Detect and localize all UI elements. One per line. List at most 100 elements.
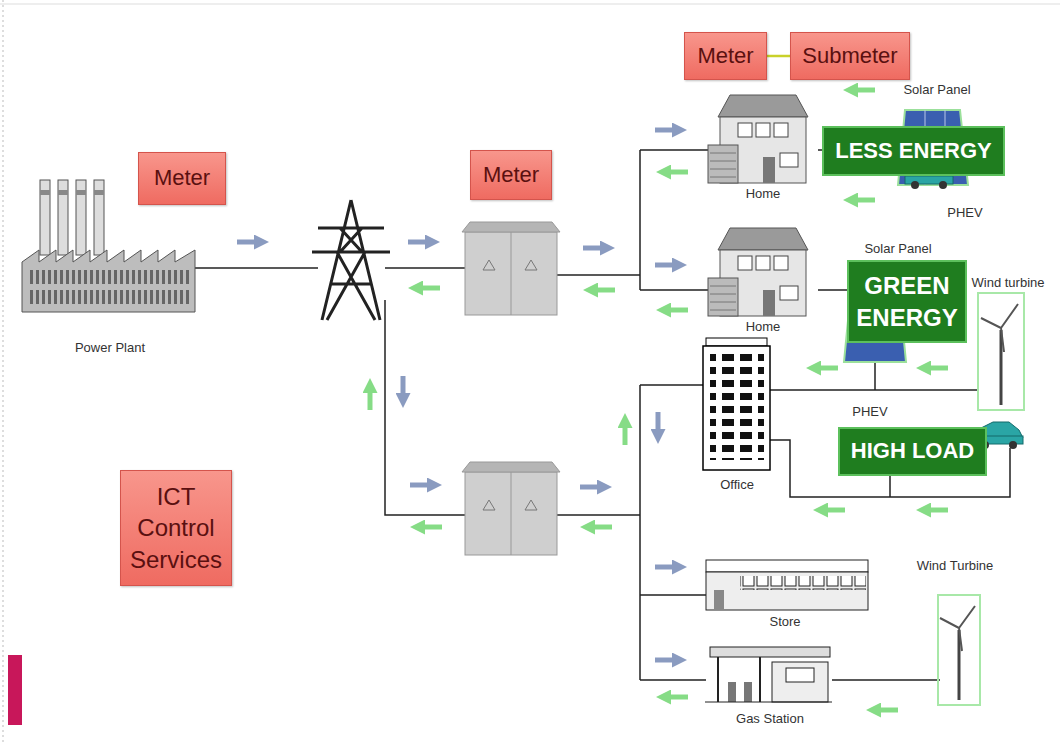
wind-turbine-symbol <box>978 293 1024 410</box>
wind-turbine-symbol <box>938 595 980 705</box>
flow-arrow <box>656 412 661 429</box>
node-text: LESS ENERGY <box>835 138 991 164</box>
flow-arrow <box>368 393 373 410</box>
turbine-blade <box>940 606 975 651</box>
submeter-box: Submeter <box>790 32 910 80</box>
tower-lattice <box>312 200 390 320</box>
accent-bar <box>8 655 22 725</box>
flow-arrow <box>881 708 898 713</box>
home-building <box>708 95 808 183</box>
store-windows <box>740 576 866 590</box>
canopy-post <box>718 657 760 702</box>
node-text: Submeter <box>802 43 897 69</box>
picture-caption: Home <box>746 319 781 334</box>
office-roof <box>706 338 767 346</box>
picture-caption: Wind turbine <box>972 275 1045 290</box>
picture-caption: Solar Panel <box>903 82 970 97</box>
meter-box: Meter <box>470 150 552 200</box>
wire <box>640 385 706 680</box>
control-box: ICT Control Services <box>120 470 232 586</box>
flow-arrow <box>655 565 672 570</box>
wire <box>195 267 318 269</box>
plant-building <box>22 250 195 312</box>
flow-arrow <box>583 246 600 251</box>
flow-arrow <box>423 286 440 291</box>
flow-arrow <box>931 508 948 513</box>
flow-arrow <box>410 483 427 488</box>
store-door <box>714 590 724 610</box>
status-badge: HIGH LOAD <box>838 427 987 476</box>
wire <box>385 267 465 269</box>
flow-arrow <box>671 170 688 175</box>
flow-arrow <box>828 508 845 513</box>
wire <box>770 360 978 390</box>
substation <box>462 462 560 555</box>
picture-caption: Gas Station <box>736 711 804 726</box>
node-text: Meter <box>154 165 210 191</box>
node-text: ICT Control Services <box>129 481 223 575</box>
picture-caption: Office <box>720 477 754 492</box>
flow-arrow <box>595 525 612 530</box>
flow-arrow <box>425 525 442 530</box>
node-text: Meter <box>483 162 539 188</box>
chimney-band <box>40 190 104 195</box>
station-shop <box>772 662 828 702</box>
wire <box>557 514 640 516</box>
meter-box: Meter <box>138 152 226 205</box>
node-text: Meter <box>697 43 753 69</box>
fuel-pump <box>744 682 752 702</box>
flow-arrow <box>623 428 628 445</box>
status-badge: LESS ENERGY <box>822 126 1005 176</box>
meter-link <box>767 55 790 58</box>
flow-arrow <box>598 288 615 293</box>
turbine-blade <box>981 304 1018 352</box>
store-roof <box>706 560 868 572</box>
store-body <box>706 572 868 610</box>
picture-caption: Store <box>769 614 800 629</box>
wire <box>555 274 640 276</box>
flow-arrow <box>401 376 406 393</box>
frame-line <box>3 0 4 743</box>
meter-box: Meter <box>684 32 767 80</box>
office-building <box>703 338 770 470</box>
office-windows <box>710 352 764 460</box>
canopy <box>710 647 830 657</box>
plant-windows <box>30 290 190 304</box>
wire <box>385 300 465 515</box>
node-text: GREEN ENERGY <box>856 270 957 332</box>
office-body <box>703 346 770 470</box>
flow-arrow <box>408 240 425 245</box>
power-wires <box>195 150 1010 680</box>
status-badge: GREEN ENERGY <box>847 260 967 343</box>
flow-arrow <box>655 263 672 268</box>
gas-station-building <box>705 647 832 702</box>
ground-line <box>705 702 832 703</box>
picture-caption: Power Plant <box>75 340 145 355</box>
flow-arrow <box>931 366 948 371</box>
picture-caption: PHEV <box>852 404 887 419</box>
transmission-tower <box>312 200 390 320</box>
wire <box>640 150 710 290</box>
store-building <box>706 560 868 610</box>
flow-arrow <box>671 695 688 700</box>
flow-arrow <box>580 485 597 490</box>
plant-windows <box>30 270 190 284</box>
node-text: HIGH LOAD <box>851 438 974 464</box>
flow-arrow <box>671 308 688 313</box>
turbine-frame <box>978 293 1024 410</box>
flow-arrow <box>237 240 254 245</box>
flow-arrow <box>858 198 875 203</box>
flow-arrow <box>655 128 672 133</box>
flow-arrows <box>237 90 948 710</box>
turbine-frame <box>938 595 980 705</box>
picture-caption: PHEV <box>947 205 982 220</box>
station-window <box>786 668 814 682</box>
frame-line <box>0 4 1060 5</box>
picture-caption: Wind Turbine <box>917 558 994 573</box>
substation <box>462 222 560 315</box>
picture-caption: Solar Panel <box>864 241 931 256</box>
fuel-pump <box>728 682 736 702</box>
